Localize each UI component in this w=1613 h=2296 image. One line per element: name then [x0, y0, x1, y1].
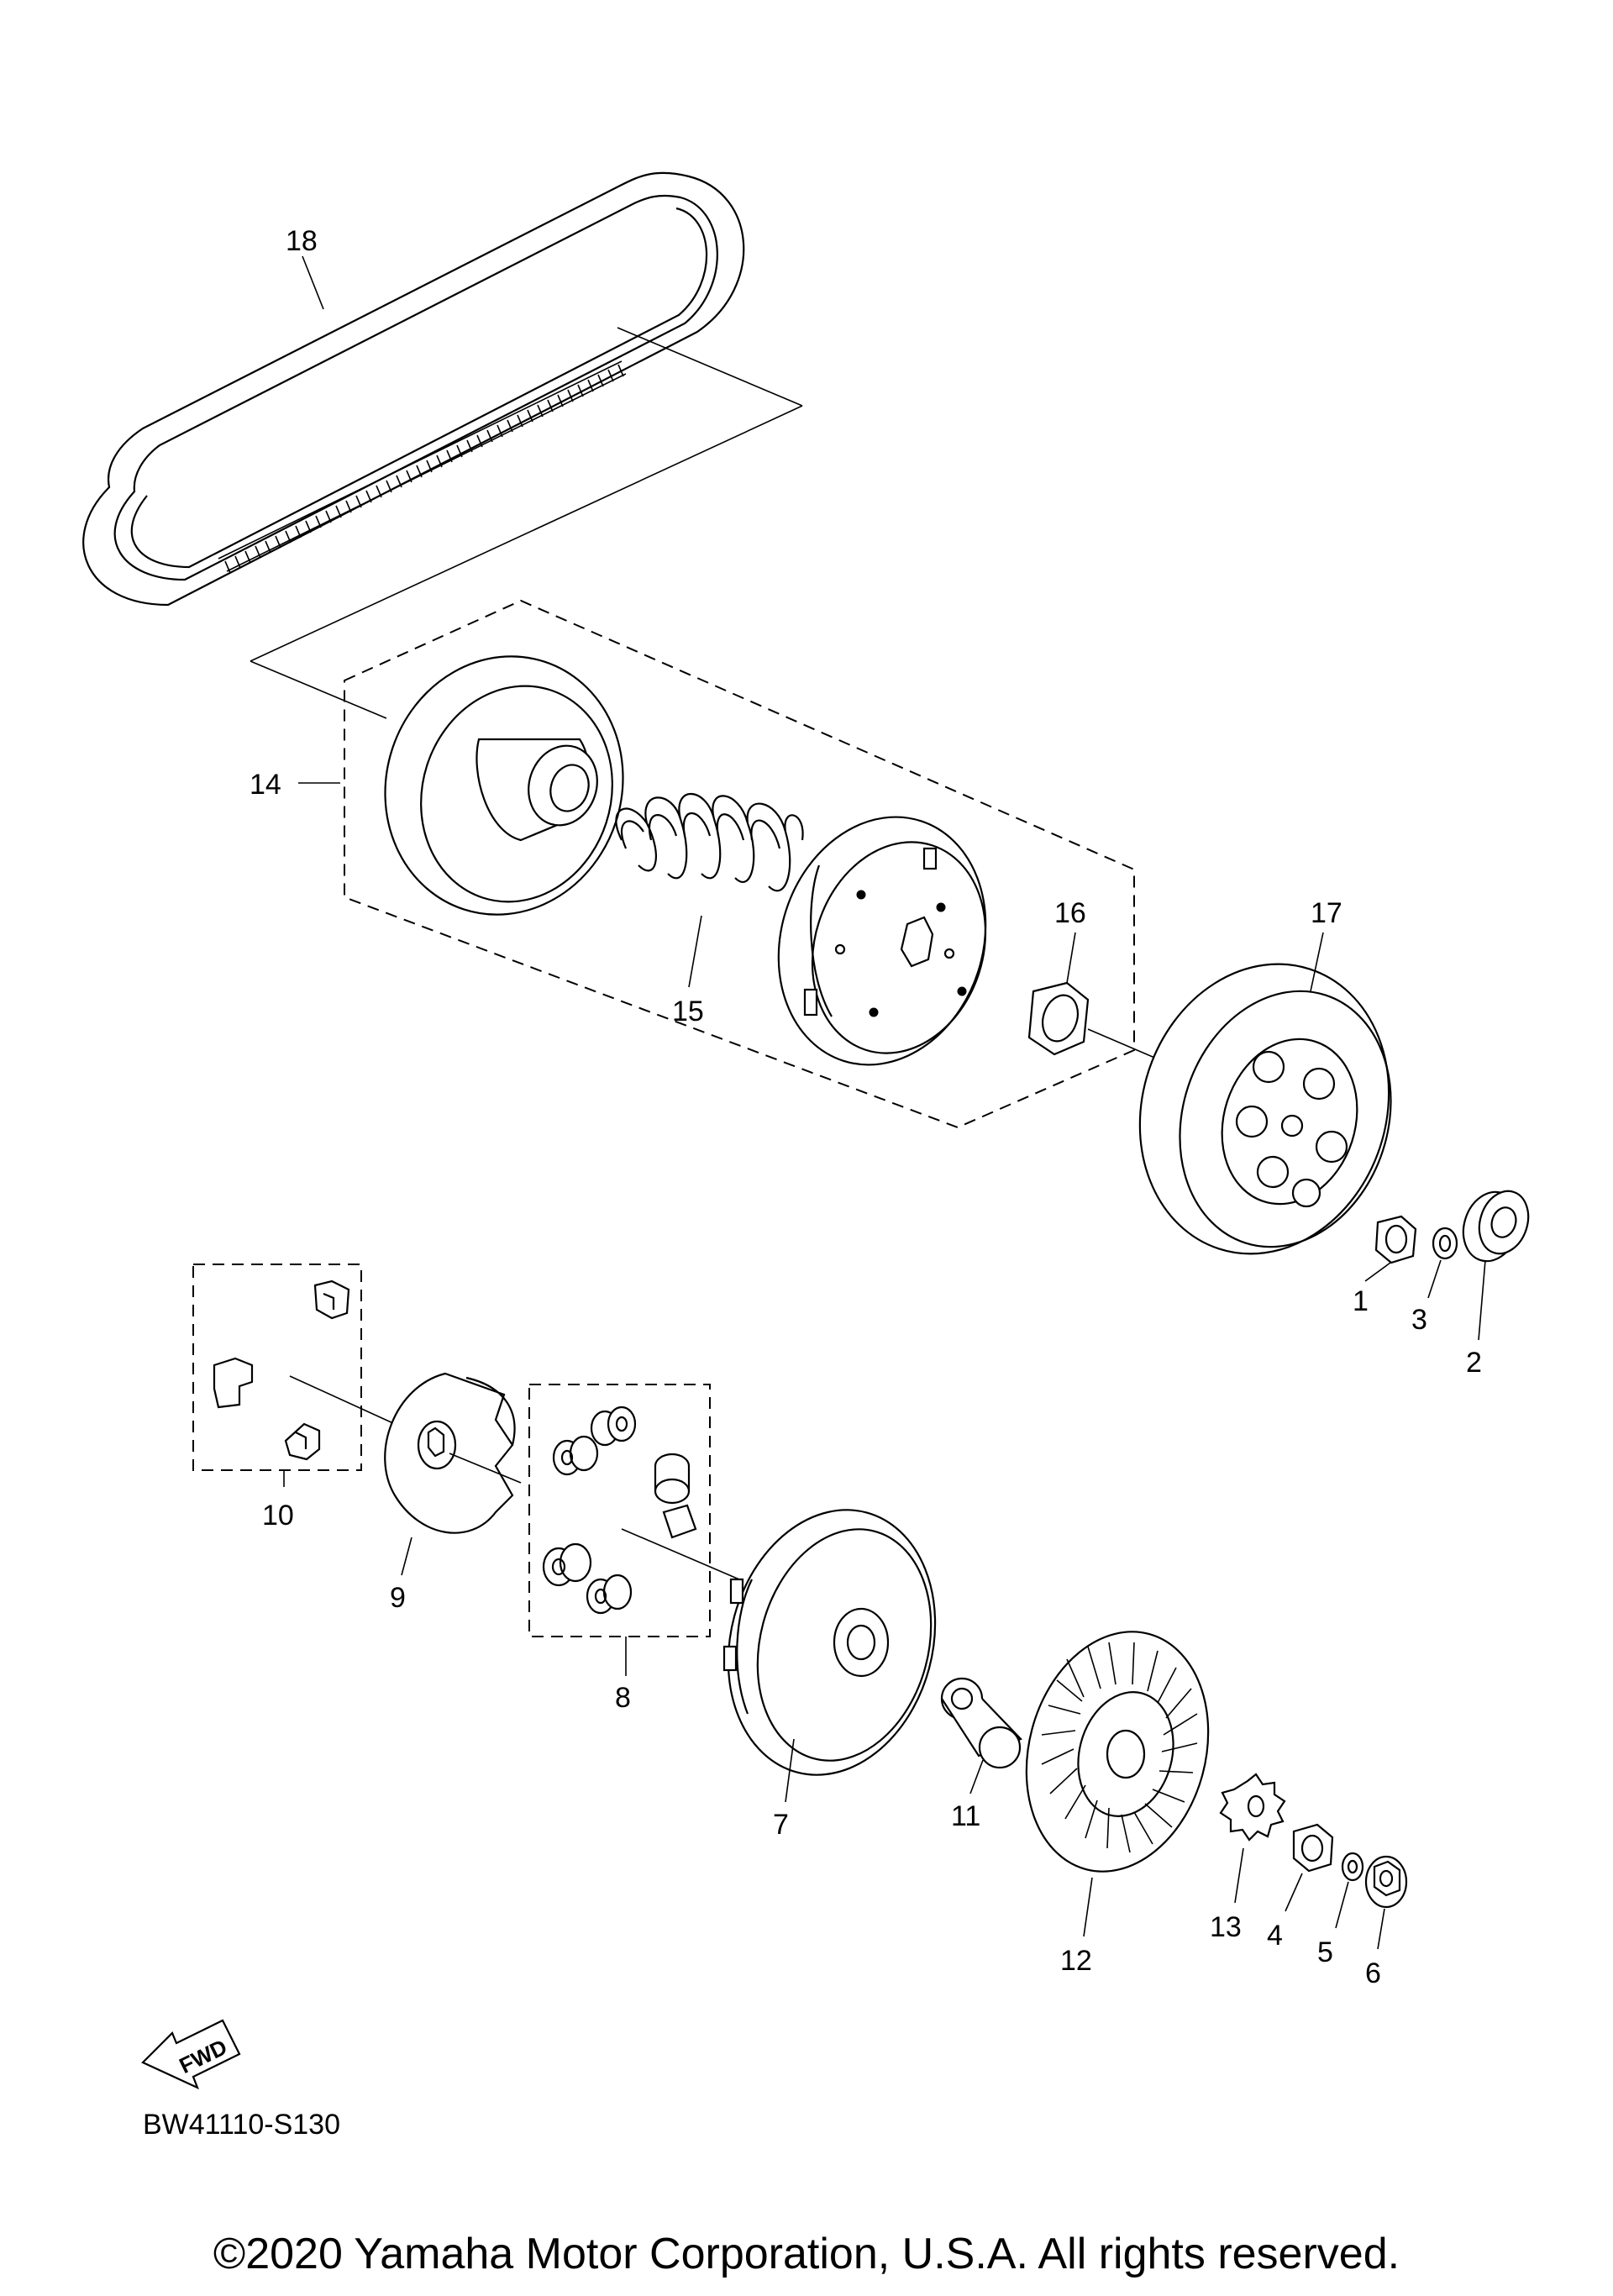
slider-to-plate-line — [289, 1375, 396, 1425]
nut-4-part[interactable] — [1292, 1823, 1334, 1873]
secondary-sheave-part[interactable] — [352, 625, 656, 945]
rollers-to-sheave-line — [621, 1528, 740, 1580]
callout-13[interactable]: 13 — [1210, 1911, 1242, 1943]
leader-2 — [1478, 1259, 1486, 1341]
callout-9[interactable]: 9 — [390, 1582, 406, 1614]
v-belt-part[interactable] — [82, 171, 745, 607]
leader-17 — [1310, 932, 1324, 992]
star-washer-part[interactable] — [1219, 1773, 1286, 1842]
nut-1-part[interactable] — [1374, 1215, 1417, 1264]
roller-1[interactable] — [590, 1405, 637, 1447]
callout-18[interactable]: 18 — [286, 225, 318, 257]
leader-1 — [1364, 1262, 1391, 1282]
washer-5-part[interactable] — [1341, 1852, 1364, 1882]
roller-2[interactable] — [552, 1435, 599, 1476]
diagram-code: BW41110-S130 — [143, 2109, 340, 2141]
copyright-notice: ©2020 Yamaha Motor Corporation, U.S.A. A… — [213, 2230, 1400, 2278]
primary-sliding-sheave-part[interactable] — [700, 1486, 964, 1798]
slider-part-b[interactable] — [213, 1357, 254, 1409]
leader-11 — [969, 1759, 984, 1794]
bearing-2-part[interactable] — [1455, 1185, 1537, 1269]
leader-9 — [401, 1537, 412, 1576]
leader-16 — [1066, 932, 1076, 984]
collar-part[interactable] — [940, 1677, 1022, 1769]
leader-5 — [1335, 1881, 1349, 1929]
leader-3 — [1427, 1259, 1442, 1299]
callout-1[interactable]: 1 — [1353, 1285, 1369, 1317]
roller-set-box — [528, 1384, 711, 1637]
callout-10[interactable]: 10 — [262, 1500, 294, 1532]
belt-to-clutch-line — [250, 405, 803, 662]
callout-5[interactable]: 5 — [1317, 1936, 1333, 1968]
leader-15 — [688, 915, 702, 988]
slider-set-box — [192, 1264, 362, 1471]
callout-4[interactable]: 4 — [1267, 1920, 1283, 1952]
flange-nut-6-part[interactable] — [1364, 1855, 1408, 1909]
roller-5[interactable] — [542, 1542, 592, 1587]
roller-4[interactable] — [662, 1504, 697, 1539]
roller-6[interactable] — [586, 1574, 633, 1615]
callout-8[interactable]: 8 — [615, 1682, 631, 1714]
leader-6 — [1377, 1908, 1385, 1950]
callout-17[interactable]: 17 — [1311, 897, 1342, 929]
clutch-ref-line — [250, 660, 387, 719]
callout-3[interactable]: 3 — [1411, 1304, 1427, 1336]
clutch-assembly-box — [344, 599, 1135, 1129]
callout-2[interactable]: 2 — [1466, 1347, 1482, 1379]
callout-11[interactable]: 11 — [951, 1800, 980, 1832]
callout-15[interactable]: 15 — [672, 996, 704, 1027]
leader-12 — [1083, 1877, 1093, 1937]
callout-16[interactable]: 16 — [1054, 897, 1086, 929]
belt-teeth — [218, 360, 627, 574]
clutch-carrier-part[interactable] — [748, 790, 1017, 1091]
fwd-arrow-icon: FWD — [141, 2019, 241, 2090]
compression-spring-part[interactable] — [615, 792, 804, 892]
belt-reference-line — [617, 327, 803, 407]
clutch-nut-part[interactable] — [1027, 981, 1090, 1056]
callout-12[interactable]: 12 — [1060, 1945, 1092, 1977]
leader-4 — [1285, 1873, 1303, 1912]
ramp-plate-part[interactable] — [384, 1372, 516, 1534]
clutch-housing-part[interactable] — [1103, 932, 1426, 1286]
slider-part-a[interactable] — [313, 1279, 350, 1320]
plate-to-rollers-line — [449, 1453, 522, 1484]
leader-7 — [785, 1738, 795, 1803]
washer-3-part[interactable] — [1432, 1227, 1458, 1260]
fixed-sheave-fan-part[interactable] — [1001, 1611, 1234, 1892]
slider-part-c[interactable] — [284, 1422, 321, 1461]
leader-13 — [1234, 1847, 1244, 1904]
callout-7[interactable]: 7 — [773, 1809, 789, 1841]
callout-14[interactable]: 14 — [250, 769, 281, 801]
callout-6[interactable]: 6 — [1365, 1957, 1381, 1989]
roller-3[interactable] — [654, 1453, 691, 1505]
leader-18 — [302, 255, 324, 310]
